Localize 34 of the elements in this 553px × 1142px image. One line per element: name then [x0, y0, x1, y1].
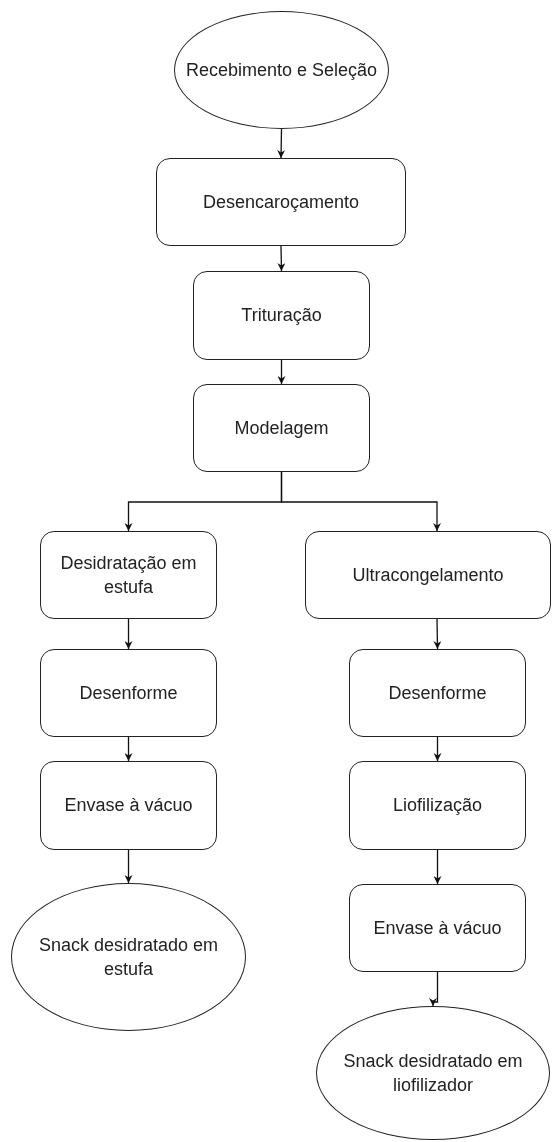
- node-label: Trituração: [241, 304, 322, 328]
- process-box: [349, 761, 526, 850]
- arrow: [433, 618, 442, 650]
- process-box: [156, 158, 406, 246]
- arrow: [277, 359, 286, 385]
- arrow: [277, 128, 286, 159]
- node-label: Liofilização: [392, 794, 483, 818]
- node-label: Desidratação em estufa: [59, 551, 198, 599]
- arrow: [429, 971, 439, 1007]
- node-label: Snack desidratado em liofilizador: [342, 1049, 524, 1097]
- process-box: [40, 649, 217, 737]
- arrow: [433, 736, 442, 762]
- node-label: Envase à vácuo: [64, 794, 193, 818]
- node-label: Desenforme: [79, 681, 178, 705]
- node-label: Modelagem: [234, 416, 329, 440]
- node-label: Recebimento e Seleção: [185, 58, 378, 82]
- process-box: [349, 884, 526, 972]
- arrow: [433, 849, 442, 885]
- arrow: [280, 471, 441, 532]
- process-box: [349, 649, 526, 737]
- node-label: Snack desidratado em estufa: [37, 933, 220, 981]
- node-label: Ultracongelamento: [352, 563, 504, 587]
- process-box: [193, 271, 370, 360]
- arrow: [124, 618, 133, 650]
- node-label: Envase à vácuo: [373, 916, 502, 940]
- node-label: Desencaroçamento: [202, 190, 360, 214]
- arrow: [124, 736, 133, 762]
- process-box: [305, 531, 551, 619]
- arrow: [277, 245, 286, 272]
- process-box: [40, 761, 217, 850]
- node-label: Desenforme: [388, 681, 487, 705]
- process-box: [193, 384, 370, 472]
- arrow: [124, 849, 133, 884]
- process-box: [40, 531, 217, 619]
